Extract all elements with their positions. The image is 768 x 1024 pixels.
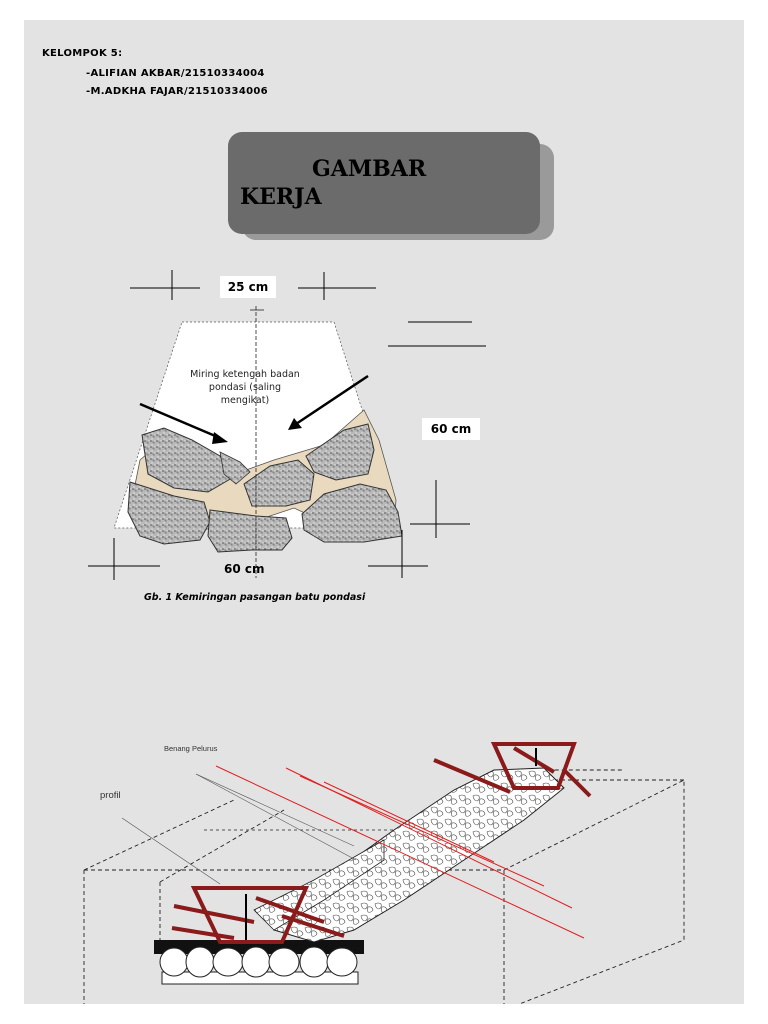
stone-masonry — [273, 767, 565, 943]
stone-4 — [243, 459, 315, 507]
profile-frame-back — [433, 742, 592, 798]
trench-diagram — [83, 742, 685, 1004]
title-line-2: KERJA — [240, 184, 322, 210]
member-2: -M.ADKHA FAJAR/21510334006 — [86, 86, 268, 97]
stone-7 — [219, 451, 251, 485]
stone-3 — [207, 509, 293, 553]
stone-6 — [301, 483, 403, 543]
trench-box — [83, 779, 685, 1004]
arrow-left — [139, 402, 221, 440]
profile-frame-front — [171, 886, 345, 944]
document-page: KELOMPOK 5: -ALIFIAN AKBAR/21510334004 -… — [24, 20, 744, 1004]
title-box: GAMBAR KERJA — [228, 132, 540, 234]
benang-pelurus-label: Benang Pelurus — [164, 744, 218, 753]
group-label: KELOMPOK 5: — [42, 48, 123, 59]
foundation-section-diagram — [88, 270, 486, 580]
member-1: -ALIFIAN AKBAR/21510334004 — [86, 68, 265, 79]
stone-2 — [127, 481, 211, 545]
height-label: 60 cm — [422, 418, 480, 440]
slope-annotation: Miring ketengah badan pondasi (saling me… — [190, 369, 300, 406]
string-lines — [215, 765, 585, 939]
stone-5 — [305, 423, 375, 481]
bottom-stones — [159, 946, 358, 978]
title-line-1: GAMBAR — [312, 156, 427, 182]
top-width-label: 25 cm — [220, 276, 276, 298]
arrow-right — [295, 374, 369, 426]
profil-label: profil — [100, 790, 121, 801]
figure-caption: Gb. 1 Kemiringan pasangan batu pondasi — [144, 592, 366, 603]
bottom-width-label: 60 cm — [224, 562, 265, 576]
